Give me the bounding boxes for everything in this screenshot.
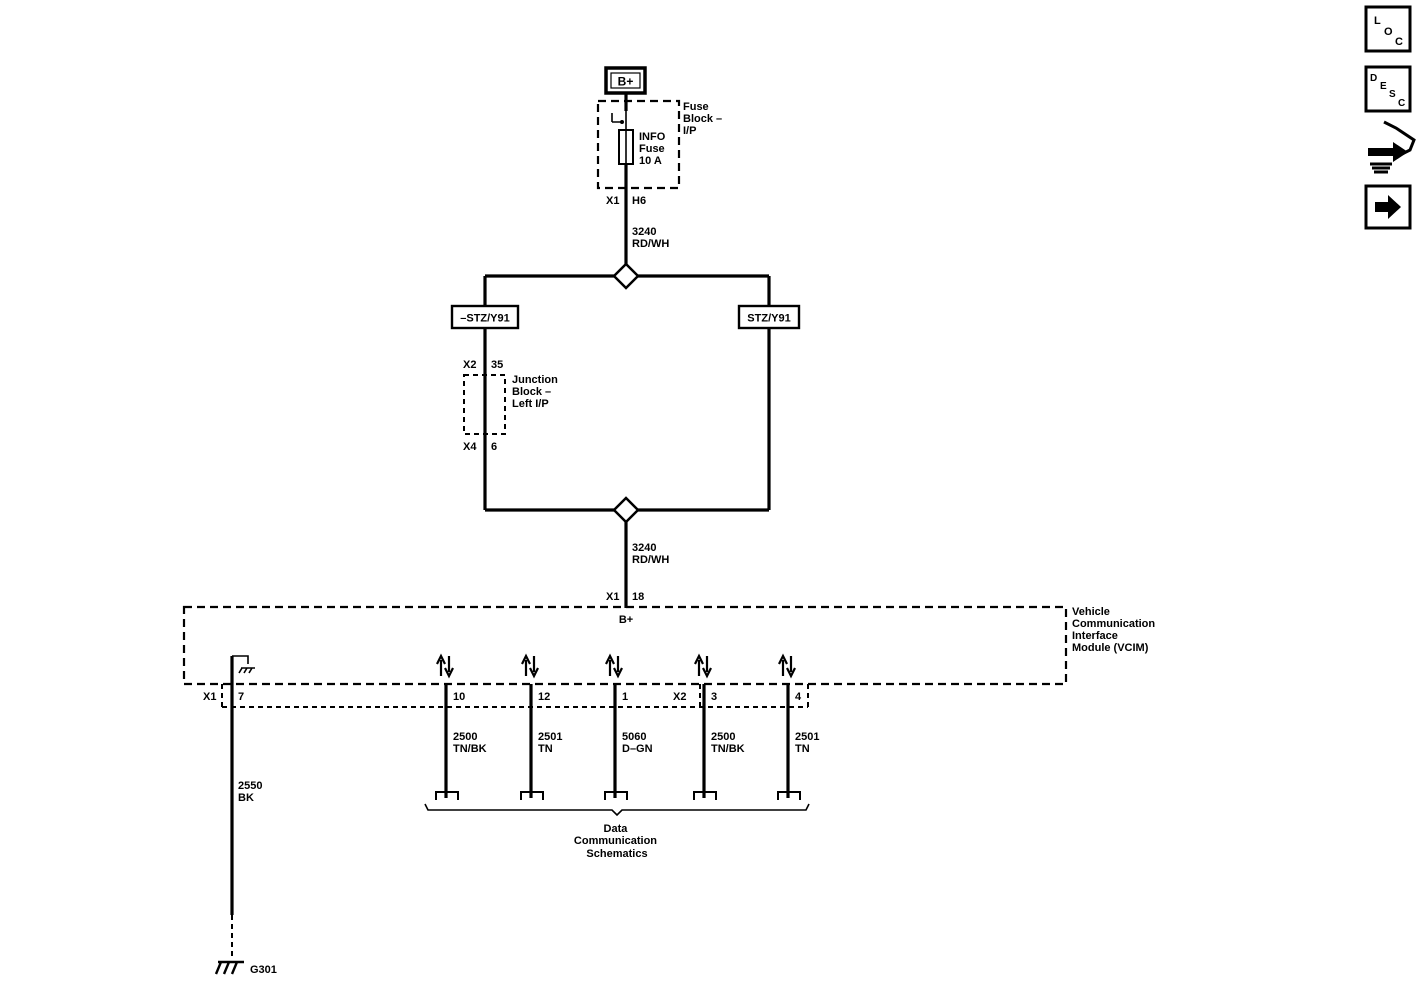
junction-top-connector: X2	[463, 359, 476, 371]
bottom-splice	[612, 496, 640, 524]
vcim-power-label: B+	[619, 614, 633, 626]
bidirectional-arrow-icon	[436, 653, 454, 679]
bidirectional-arrow-icon	[521, 653, 539, 679]
data-line-pin: 4	[795, 691, 802, 703]
data-connector-stub	[604, 791, 628, 800]
junction-block-left-ip: X2 35 X4 6 Junction Block – Left I/P	[463, 359, 561, 453]
svg-text:L: L	[1374, 15, 1381, 27]
vcim-connector-x2: X2	[673, 691, 686, 703]
junction-block-name: Junction Block – Left I/P	[512, 374, 561, 410]
bidirectional-arrow-icon	[778, 653, 796, 679]
info-fuse-label: INFO Fuse 10 A	[639, 131, 668, 167]
ground-circuit: 7 2550 BK G301	[214, 655, 277, 976]
junction-bottom-connector: X4	[463, 441, 477, 453]
fuse-connector-id: X1	[606, 195, 619, 207]
data-line-pin: 3	[711, 691, 717, 703]
data-line-pin: 12	[538, 691, 550, 703]
svg-text:C: C	[1398, 98, 1405, 109]
option-box-right: STZ/Y91	[737, 304, 801, 330]
bidirectional-arrow-icon	[605, 653, 623, 679]
vcim-connector-x1: X1	[203, 691, 216, 703]
svg-text:–STZ/Y91: –STZ/Y91	[460, 313, 510, 325]
wire-3240-bottom-label: 3240 RD/WH	[632, 542, 669, 566]
vcim-power-connector: X1	[606, 591, 619, 603]
data-line-pin: 1	[622, 691, 628, 703]
svg-text:E: E	[1380, 81, 1387, 92]
arrow-right-icon	[1375, 195, 1401, 219]
battery-power-source: B+	[604, 66, 647, 95]
junction-bottom-pin: 6	[491, 441, 497, 453]
location-button[interactable]: L O C	[1364, 5, 1412, 53]
next-button[interactable]	[1364, 184, 1412, 230]
vcim-module: B+ Vehicle Communication Interface Modul…	[182, 605, 1158, 708]
data-line-pin: 10	[453, 691, 465, 703]
data-connector-stub	[435, 791, 459, 800]
wire-3240-top-label: 3240 RD/WH	[632, 226, 669, 250]
ground-label: G301	[250, 964, 277, 976]
data-connector-stub	[777, 791, 801, 800]
data-connector-stub	[520, 791, 544, 800]
data-communication-reference: Data Communication Schematics	[424, 803, 810, 860]
fuse-block-ip: Fuse Block – I/P INFO Fuse 10 A	[596, 99, 725, 190]
svg-text:STZ/Y91: STZ/Y91	[747, 313, 790, 325]
bidirectional-arrow-icon	[694, 653, 712, 679]
fuse-connector-pin: H6	[632, 195, 646, 207]
vcim-name: Vehicle Communication Interface Module (…	[1072, 606, 1158, 654]
svg-text:C: C	[1395, 36, 1403, 48]
ground-wire-label: 2550 BK	[238, 780, 266, 804]
power-label: B+	[618, 75, 634, 89]
junction-top-pin: 35	[491, 359, 503, 371]
connector-end-view-button[interactable]	[1368, 120, 1416, 174]
svg-text:S: S	[1389, 89, 1396, 100]
data-connector-stub	[693, 791, 717, 800]
svg-text:D: D	[1370, 73, 1377, 84]
description-button[interactable]: D E S C	[1364, 65, 1412, 113]
vcim-power-pin: 18	[632, 591, 644, 603]
fuse-block-name: Fuse Block – I/P	[683, 101, 725, 137]
connector-icon	[1368, 142, 1408, 162]
top-splice	[612, 262, 640, 290]
data-comm-label: Data Communication Schematics	[574, 823, 660, 860]
ground-pin: 7	[238, 691, 244, 703]
option-box-left: –STZ/Y91	[450, 304, 520, 330]
svg-text:O: O	[1384, 26, 1393, 38]
